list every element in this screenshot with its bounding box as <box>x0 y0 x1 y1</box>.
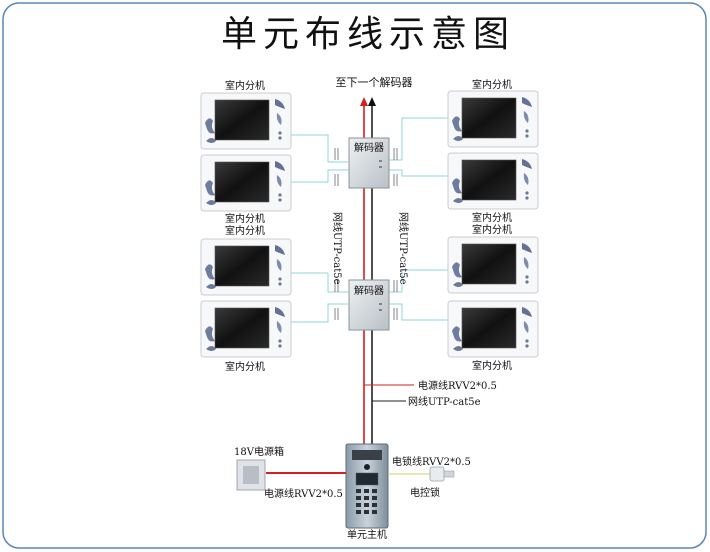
indoor-label-left-2: 室内分机 <box>225 212 265 225</box>
lock-line-label: 电锁线RVV2*0.5 <box>392 455 471 468</box>
electric-lock-label: 电控锁 <box>410 486 440 499</box>
indoor-unit-right-2 <box>447 152 539 210</box>
power-box-label: 18V电源箱 <box>234 445 284 458</box>
decoder-top-label: 解码器 <box>354 141 384 154</box>
indoor-label-left-1: 室内分机 <box>225 79 265 92</box>
indoor-unit-left-4 <box>200 300 292 358</box>
power-line-box-label: 电源线RVV2*0.5 <box>264 487 343 500</box>
branch-ticks <box>334 148 398 320</box>
indoor-unit-left-3 <box>200 238 292 296</box>
next-decoder-label: 至下一个解码器 <box>336 75 413 89</box>
indoor-label-left-3: 室内分机 <box>225 224 265 237</box>
electric-lock-icon <box>429 466 455 482</box>
decoder-bottom-label: 解码器 <box>354 284 384 297</box>
indoor-unit-right-3 <box>447 236 539 294</box>
indoor-unit-left-1 <box>200 92 292 150</box>
indoor-label-right-1: 室内分机 <box>472 78 512 91</box>
decoder-bottom: 解码器 <box>348 279 390 331</box>
diagram-title: 单元布线示意图 <box>221 14 515 55</box>
indoor-label-right-3: 室内分机 <box>472 223 512 236</box>
cable-label-left: 网线UTP-cat5e <box>331 212 344 285</box>
indoor-unit-left-2 <box>200 154 292 212</box>
branch-lines <box>290 117 449 323</box>
indoor-label-right-2: 室内分机 <box>472 211 512 224</box>
network-arrow-icon <box>368 97 376 106</box>
indoor-unit-right-4 <box>447 300 539 358</box>
indoor-unit-right-1 <box>447 90 539 148</box>
cable-label-right: 网线UTP-cat5e <box>397 212 410 285</box>
power-box-icon <box>236 459 266 491</box>
indoor-label-left-4: 室内分机 <box>225 360 265 373</box>
indoor-label-right-4: 室内分机 <box>472 359 512 372</box>
unit-host <box>345 443 389 529</box>
power-line-main-label: 电源线RVV2*0.5 <box>418 379 497 392</box>
power-arrow-icon <box>360 97 368 106</box>
decoder-top: 解码器 <box>348 137 390 189</box>
unit-host-label: 单元主机 <box>347 528 387 541</box>
network-line-main-label: 网线UTP-cat5e <box>408 395 481 408</box>
